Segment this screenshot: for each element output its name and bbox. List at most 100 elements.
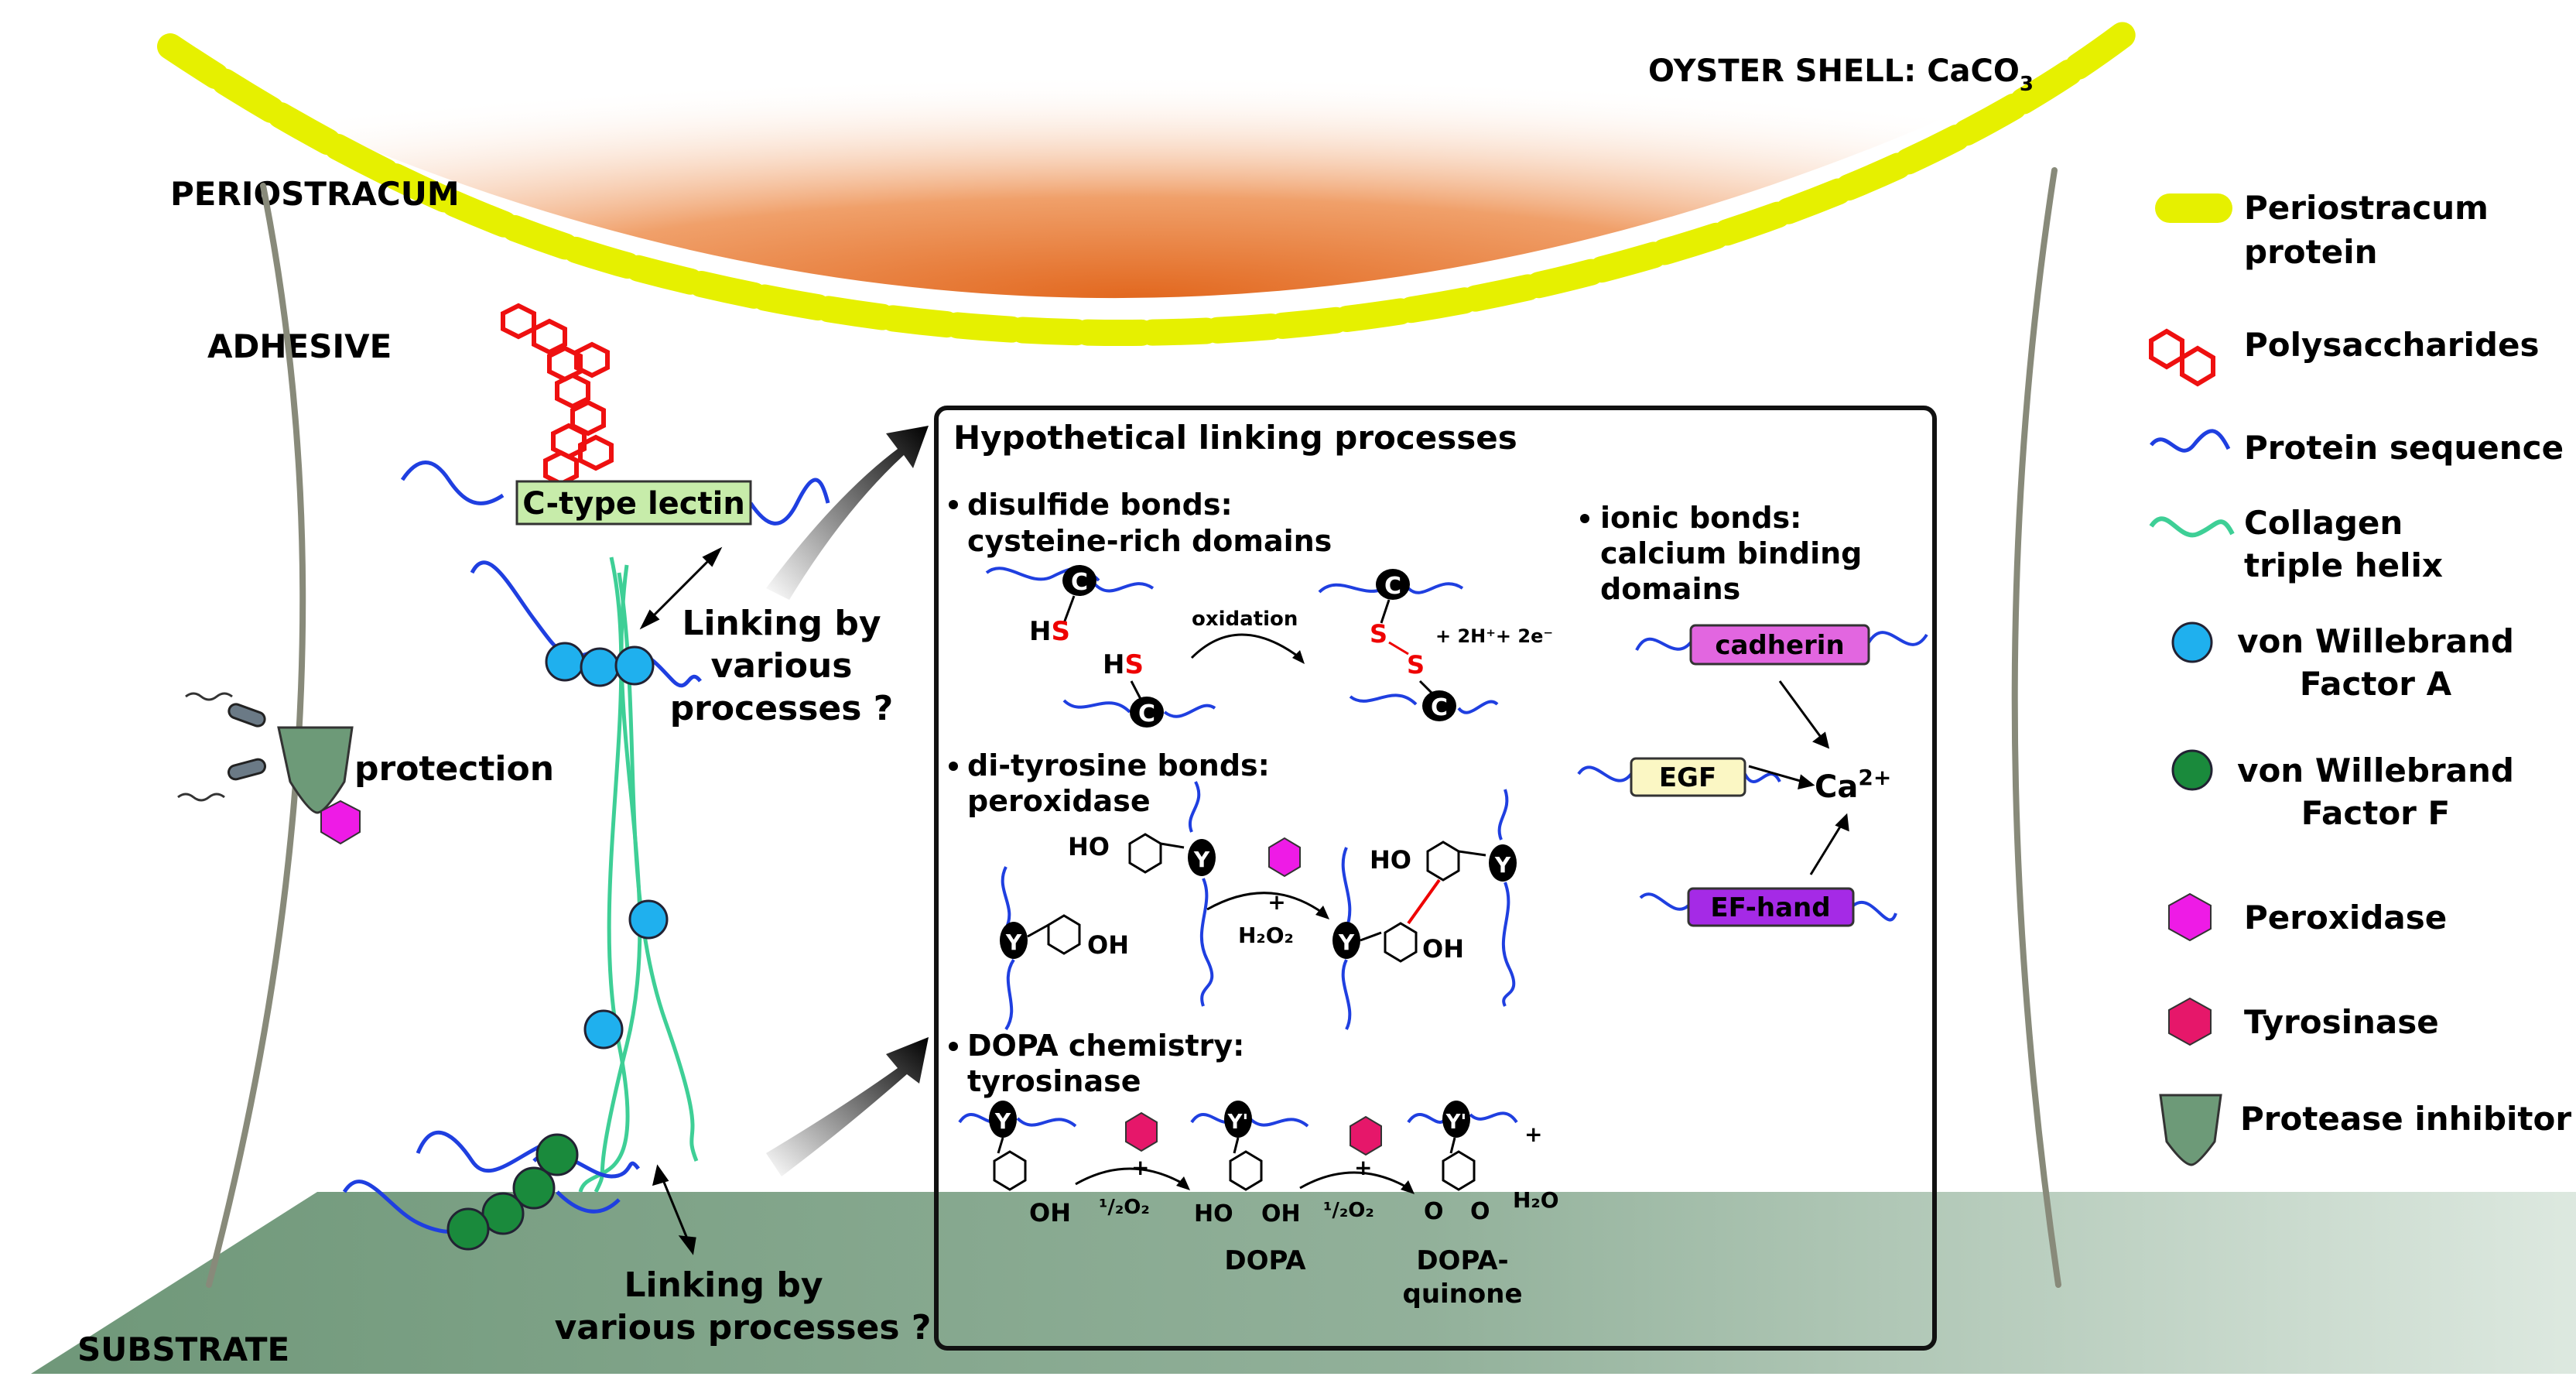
box-title: Hypothetical linking processes [953, 419, 1517, 457]
svg-text:OH: OH [1029, 1198, 1071, 1228]
cysteine-left: C HS [985, 565, 1155, 647]
svg-text:OH: OH [1261, 1200, 1301, 1228]
calcium-label: Ca2+ [1815, 765, 1891, 805]
legend-protein-icon [2150, 429, 2231, 453]
svg-text:C: C [1138, 700, 1155, 728]
svg-text:OH: OH [1422, 934, 1464, 964]
svg-text:H₂O: H₂O [1513, 1187, 1559, 1213]
svg-text:H₂O₂: H₂O₂ [1238, 923, 1294, 948]
c-type-lectin-label: C-type lectin [522, 486, 745, 522]
svg-text:+: + [1524, 1121, 1542, 1147]
substrate: SUBSTRATE [31, 1192, 2576, 1374]
adhesive-label: ADHESIVE [207, 327, 392, 365]
adhesive-boundaries [206, 167, 2061, 1288]
svg-text:+: + [1354, 1155, 1372, 1180]
legend-vwff-label-1: von Willebrand [2237, 752, 2514, 789]
periostracum-label: PERIOSTRACUM [170, 175, 460, 213]
legend-polysaccharides-label: Polysaccharides [2244, 326, 2539, 364]
ionic-title-1: ionic bonds: [1600, 501, 1801, 535]
tyrosine-substrate: Y OH [958, 1101, 1077, 1228]
legend-vwff-icon [2171, 749, 2213, 791]
legend-peroxidase-label: Peroxidase [2244, 899, 2447, 936]
svg-text:Y: Y [1338, 930, 1355, 955]
collagen-triple-helix [578, 556, 699, 1193]
dopa-label: DOPA [1224, 1245, 1306, 1276]
big-arrow-top [766, 426, 929, 600]
tyrosinase-icon [1350, 1115, 1382, 1156]
svg-text:HO: HO [1068, 832, 1110, 861]
dopa-quinone-label-1: DOPA- [1416, 1245, 1508, 1276]
polysaccharide-chain [501, 303, 614, 487]
svg-text:O: O [1470, 1198, 1490, 1225]
protection-label: protection [354, 749, 554, 789]
oxidation-label: oxidation [1192, 608, 1298, 631]
legend-peroxidase-icon [2168, 892, 2212, 942]
periostracum-layer [157, 18, 2141, 346]
dityrosine-title-1: di-tyrosine bonds: [967, 748, 1270, 782]
legend: Periostracum protein Polysaccharides Pro… [2149, 189, 2571, 1166]
dopa-title-2: tyrosinase [967, 1064, 1141, 1098]
svg-text:S: S [1407, 650, 1425, 680]
svg-text:OH: OH [1087, 930, 1129, 960]
linking-processes-box: Hypothetical linking processes disulfide… [934, 406, 1937, 1351]
legend-vwfa-icon [2171, 621, 2213, 663]
peroxidase-icon [1268, 837, 1301, 878]
egf-label: EGF [1659, 762, 1716, 793]
legend-protease-inhibitor-label: Protease inhibitor [2240, 1100, 2571, 1138]
legend-polysaccharide-icon [2149, 328, 2215, 387]
cadherin-label: cadherin [1715, 630, 1844, 661]
disulfide-product: C S S C + 2H⁺+ 2e⁻ [1318, 569, 1553, 721]
oyster-shell: OYSTER SHELL: CaCO3 PERIOSTRACUM ADHESIV… [157, 0, 2141, 365]
svg-text:Y: Y [1494, 852, 1511, 878]
legend-periostracum-label-1: Periostracum [2244, 189, 2489, 227]
calcium-arrows [1748, 680, 1849, 875]
substrate-label: SUBSTRATE [77, 1330, 289, 1368]
linking-bottom-label-1: Linking by [624, 1265, 823, 1305]
svg-text:Y: Y [1193, 847, 1210, 872]
linking-top-label-1: Linking by [682, 604, 881, 643]
dopa-molecule: Y' HO OH DOPA [1190, 1101, 1309, 1276]
disulfide-products: + 2H⁺+ 2e⁻ [1435, 625, 1553, 647]
legend-protein-label: Protein sequence [2244, 429, 2564, 467]
legend-periostracum-swatch [2155, 193, 2232, 223]
svg-text:Y: Y [1005, 930, 1022, 955]
svg-text:C: C [1071, 569, 1088, 596]
svg-text:C: C [1431, 694, 1448, 721]
dopa-title-1: DOPA chemistry: [967, 1029, 1244, 1063]
tyrosinase-icon [1125, 1111, 1158, 1152]
tyrosine-a: HO Y [1068, 781, 1216, 1007]
dityrosine-product: Y OH HO Y [1332, 789, 1517, 1030]
big-arrow-bottom [766, 1037, 929, 1176]
svg-text:S: S [1370, 619, 1387, 649]
legend-vwff-label-2: Factor F [2301, 794, 2450, 832]
tyrosine-b: Y OH [1000, 866, 1129, 1031]
dopa-quinone-label-2: quinone [1402, 1279, 1522, 1310]
svg-text:¹/₂O₂: ¹/₂O₂ [1323, 1199, 1374, 1222]
oyster-shell-label: OYSTER SHELL: CaCO3 [1648, 53, 2034, 96]
svg-text:Y': Y' [1445, 1111, 1467, 1134]
dityrosine-title-2: peroxidase [967, 784, 1151, 818]
legend-protease-inhibitor-icon [2159, 1094, 2222, 1166]
linking-arrow-bottom [652, 1164, 696, 1255]
legend-collagen-label-1: Collagen [2244, 504, 2403, 542]
ef-hand-label: EF-hand [1710, 892, 1830, 923]
c-type-lectin: C-type lectin [400, 461, 830, 526]
linking-arrow-top [639, 546, 723, 630]
svg-text:+: + [1131, 1155, 1149, 1180]
legend-collagen-label-2: triple helix [2244, 546, 2443, 584]
vwfa-circle [583, 1009, 624, 1049]
vwff-cluster [446, 1133, 579, 1251]
svg-text:C: C [1384, 573, 1401, 600]
dopa-quinone-molecule: Y' O O + H₂O DOPA- quinone [1402, 1101, 1559, 1310]
protection-group: protection [177, 692, 554, 845]
vwfa-cluster-top [545, 642, 655, 687]
legend-periostracum-label-2: protein [2244, 233, 2378, 271]
svg-text:HS: HS [1029, 616, 1070, 647]
legend-collagen-icon [2149, 516, 2235, 538]
svg-text:HO: HO [1194, 1200, 1233, 1228]
disulfide-title-1: disulfide bonds: [967, 488, 1233, 522]
linking-top-label-2: various [711, 646, 853, 686]
ionic-title-2: calcium binding [1600, 536, 1862, 570]
svg-text:HO: HO [1370, 845, 1411, 875]
